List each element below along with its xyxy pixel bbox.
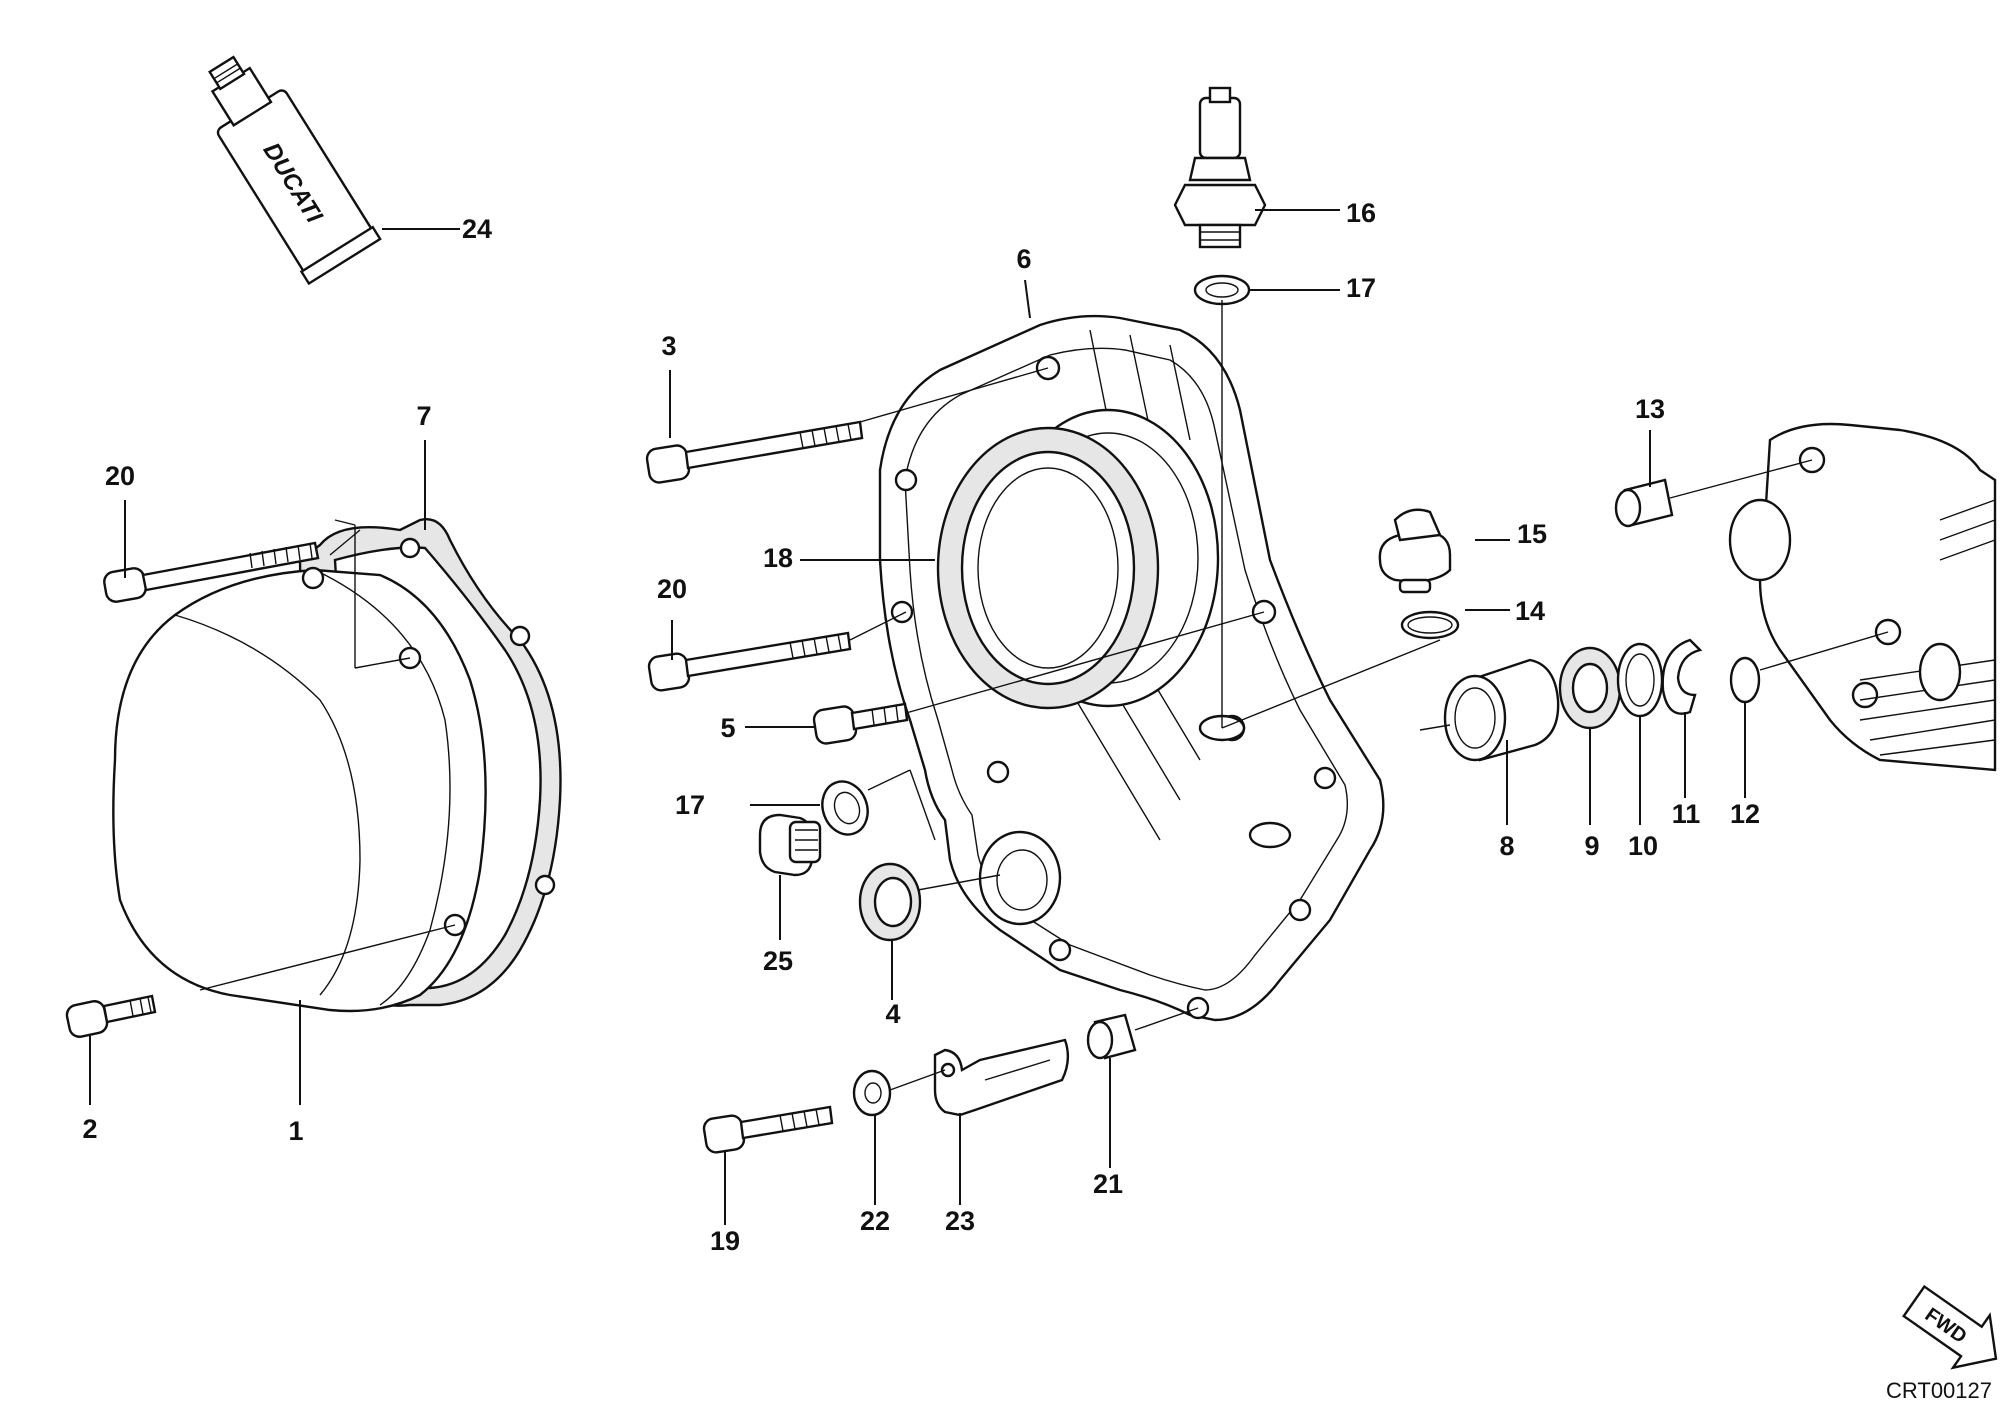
callout-labels: 1 2 3 4 5 6 7 8 9 10 11 12 13 14 15 16 1…	[82, 198, 1760, 1256]
callout-3: 3	[661, 331, 676, 361]
filler-plug	[1378, 508, 1452, 594]
dowel-13	[1614, 478, 1674, 528]
callout-8: 8	[1499, 831, 1514, 861]
sealant-tube: DUCATI	[208, 55, 382, 286]
callout-17-top: 17	[1346, 273, 1376, 303]
callout-1: 1	[288, 1116, 303, 1146]
callout-15: 15	[1517, 519, 1547, 549]
washer-17-top	[1193, 274, 1251, 306]
bolt-2	[65, 994, 157, 1038]
callout-12: 12	[1730, 799, 1760, 829]
callout-11: 11	[1672, 799, 1701, 829]
callout-6: 6	[1016, 244, 1031, 274]
callout-20-left: 20	[105, 461, 135, 491]
callout-9: 9	[1584, 831, 1599, 861]
callout-2: 2	[82, 1114, 97, 1144]
washer-17-lower	[821, 780, 869, 836]
temperature-sensor	[1173, 86, 1267, 249]
callout-20-center: 20	[657, 574, 687, 604]
bolt-3	[645, 420, 864, 484]
callout-5: 5	[720, 713, 735, 743]
bolt-5	[812, 702, 909, 745]
callout-19: 19	[710, 1226, 740, 1256]
callout-14: 14	[1515, 596, 1545, 626]
callout-25: 25	[763, 946, 793, 976]
clutch-cover-assembly	[112, 518, 562, 1013]
clutch-cover-body	[112, 568, 487, 1013]
shim-10	[1616, 642, 1664, 718]
callout-23: 23	[945, 1206, 975, 1236]
bushing-8	[1443, 658, 1560, 762]
o-ring-12	[1729, 656, 1761, 704]
washer-22	[852, 1069, 892, 1117]
callout-10: 10	[1628, 831, 1658, 861]
leader-lines	[89, 209, 1889, 1225]
crankcase-cover	[878, 314, 1385, 1022]
engine-crankcase-partial	[1728, 422, 1997, 772]
drawing-code: CRT00127	[1886, 1378, 1992, 1403]
callout-21: 21	[1093, 1169, 1123, 1199]
bolt-20-left	[103, 541, 320, 603]
bolt-19	[702, 1105, 834, 1154]
spacer-21	[1086, 1013, 1137, 1060]
callout-24: 24	[462, 214, 492, 244]
oil-seal-small	[858, 862, 922, 942]
callout-13: 13	[1635, 394, 1665, 424]
drain-plug-25	[758, 813, 822, 877]
o-ring-14	[1400, 610, 1460, 640]
oil-seal-large	[936, 426, 1160, 710]
callout-22: 22	[860, 1206, 890, 1236]
fwd-arrow-icon: FWD	[1902, 1284, 1998, 1370]
callout-17-lower: 17	[675, 790, 705, 820]
callout-18: 18	[763, 543, 793, 573]
bolt-20-center	[647, 631, 852, 692]
bearing-9	[1558, 646, 1622, 730]
bracket-23	[933, 1038, 1070, 1117]
circlip-11	[1661, 638, 1703, 715]
callout-4: 4	[885, 999, 900, 1029]
callout-16: 16	[1346, 198, 1376, 228]
callout-7: 7	[416, 401, 431, 431]
